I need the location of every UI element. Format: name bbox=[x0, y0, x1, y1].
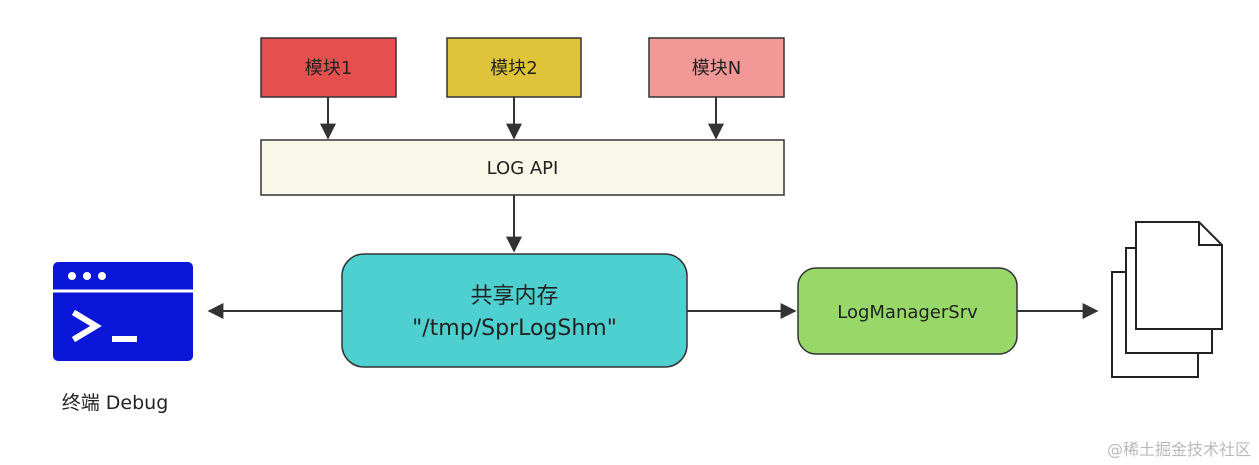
document-stack-front-page-fold bbox=[1198, 222, 1222, 246]
log-manager-label: LogManagerSrv bbox=[837, 302, 978, 323]
shared-memory-title: 共享内存 bbox=[470, 284, 558, 309]
module-box-n-label: 模块N bbox=[692, 58, 741, 79]
document-stack-icon bbox=[1111, 221, 1223, 378]
terminal-icon bbox=[53, 262, 193, 361]
watermark: @稀土掘金技术社区 bbox=[1106, 440, 1251, 459]
log-api-box: LOG API bbox=[260, 139, 785, 196]
terminal-icon-prompt bbox=[71, 309, 102, 343]
shared-memory-shape bbox=[341, 253, 688, 368]
module-box-n: 模块N bbox=[648, 37, 785, 98]
module-box-2: 模块2 bbox=[446, 37, 582, 98]
module-box-n-shape bbox=[648, 37, 785, 98]
module-box-2-shape bbox=[446, 37, 582, 98]
module-box-1-shape bbox=[260, 37, 397, 98]
log-manager-box: LogManagerSrv bbox=[797, 267, 1018, 355]
module-box-2-label: 模块2 bbox=[490, 58, 537, 79]
connectors bbox=[207, 97, 1099, 319]
shared-memory-box: 共享内存 "/tmp/SprLogShm" bbox=[341, 253, 688, 368]
log-manager-shape bbox=[797, 267, 1018, 355]
terminal-caption: 终端 Debug bbox=[61, 392, 169, 414]
log-api-shape bbox=[260, 139, 785, 196]
log-api-label: LOG API bbox=[487, 158, 559, 179]
terminal-icon-dot bbox=[83, 272, 91, 280]
shared-memory-path: "/tmp/SprLogShm" bbox=[412, 316, 617, 341]
module-box-1: 模块1 bbox=[260, 37, 397, 98]
document-stack-front-page bbox=[1135, 221, 1223, 330]
terminal-icon-dot bbox=[98, 272, 106, 280]
terminal-icon-dot bbox=[68, 272, 76, 280]
module-box-1-label: 模块1 bbox=[305, 58, 352, 79]
terminal-icon-frame bbox=[53, 262, 193, 361]
